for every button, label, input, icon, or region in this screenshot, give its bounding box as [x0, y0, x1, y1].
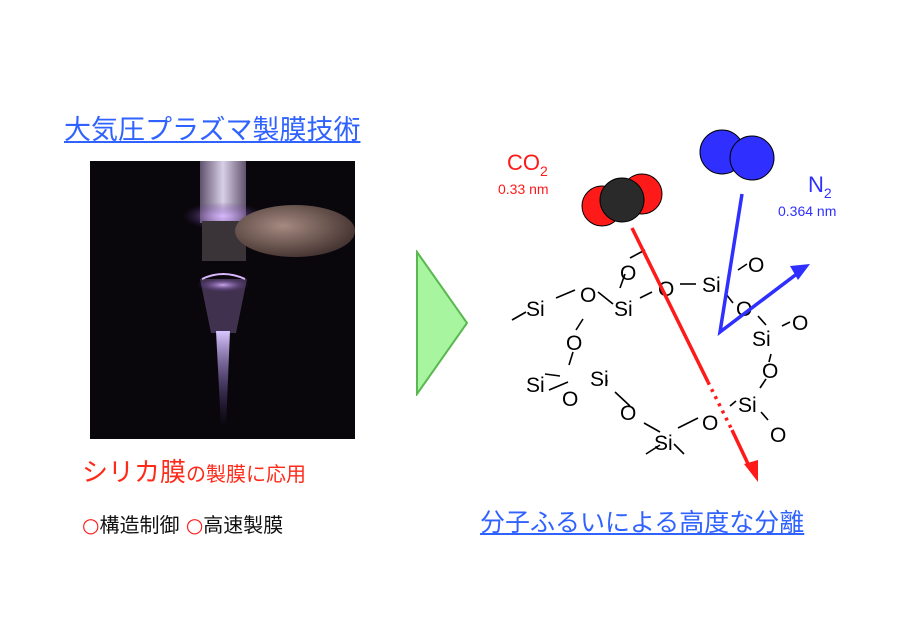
right-caption: 分子ふるいによる高度な分離 [480, 508, 805, 537]
atom-si: Si [654, 432, 673, 455]
feature-structure-control: 構造制御 [99, 513, 180, 537]
n2-molecule-icon [699, 129, 775, 181]
plasma-photo [90, 161, 355, 439]
co2-molecule-icon [581, 173, 663, 227]
feature-fast-deposition: 高速製膜 [203, 513, 284, 537]
n2-size: 0.364 nm [778, 203, 836, 219]
co2-arrowhead-icon [744, 460, 758, 482]
atom-o: O [658, 278, 674, 301]
atom-o: O [620, 402, 636, 425]
atom-o: O [770, 424, 786, 447]
atom-o: O [580, 284, 596, 307]
atom-o: O [566, 332, 582, 355]
green-arrow-icon [415, 248, 470, 400]
atom-si: Si [738, 394, 757, 417]
circle-bullet-icon: ○ [185, 513, 204, 537]
atom-si: Si [526, 374, 545, 397]
atom-o: O [792, 312, 808, 335]
molecular-sieve-diagram: Si O Si O O Si O O Si O O Si O Si O O Si… [470, 120, 890, 504]
atom-si: Si [752, 328, 771, 351]
atom-o: O [748, 254, 764, 277]
atom-si: Si [526, 298, 545, 321]
atom-si: Si [702, 274, 721, 297]
atom-si: Si [590, 368, 609, 391]
co2-path-arrow [630, 227, 710, 383]
co2-path-dotted [706, 381, 734, 431]
atom-o: O [562, 388, 578, 411]
left-title: 大気圧プラズマ製膜技術 [64, 115, 361, 146]
n2-label: N2 [808, 172, 832, 201]
bond-lines [511, 249, 791, 455]
n2-bounce-path [717, 193, 804, 337]
co2-label: CO2 [507, 150, 548, 179]
application-caption: シリカ膜の製膜に応用 [82, 452, 306, 489]
atom-labels: Si O Si O O Si O O Si O O Si O Si O O Si… [526, 254, 808, 455]
silica-film-label: シリカ膜 [82, 458, 187, 488]
atom-si: Si [614, 298, 633, 321]
co2-path-exit [730, 429, 752, 469]
atom-o: O [762, 360, 778, 383]
co2-size: 0.33 nm [498, 181, 549, 197]
features-caption: ○構造制御 ○高速製膜 [82, 509, 283, 538]
atom-o: O [620, 262, 636, 285]
n2-arrowhead-icon [790, 264, 810, 280]
atom-o: O [702, 412, 718, 435]
circle-bullet-icon: ○ [82, 513, 100, 537]
application-text: の製膜に応用 [186, 462, 307, 486]
